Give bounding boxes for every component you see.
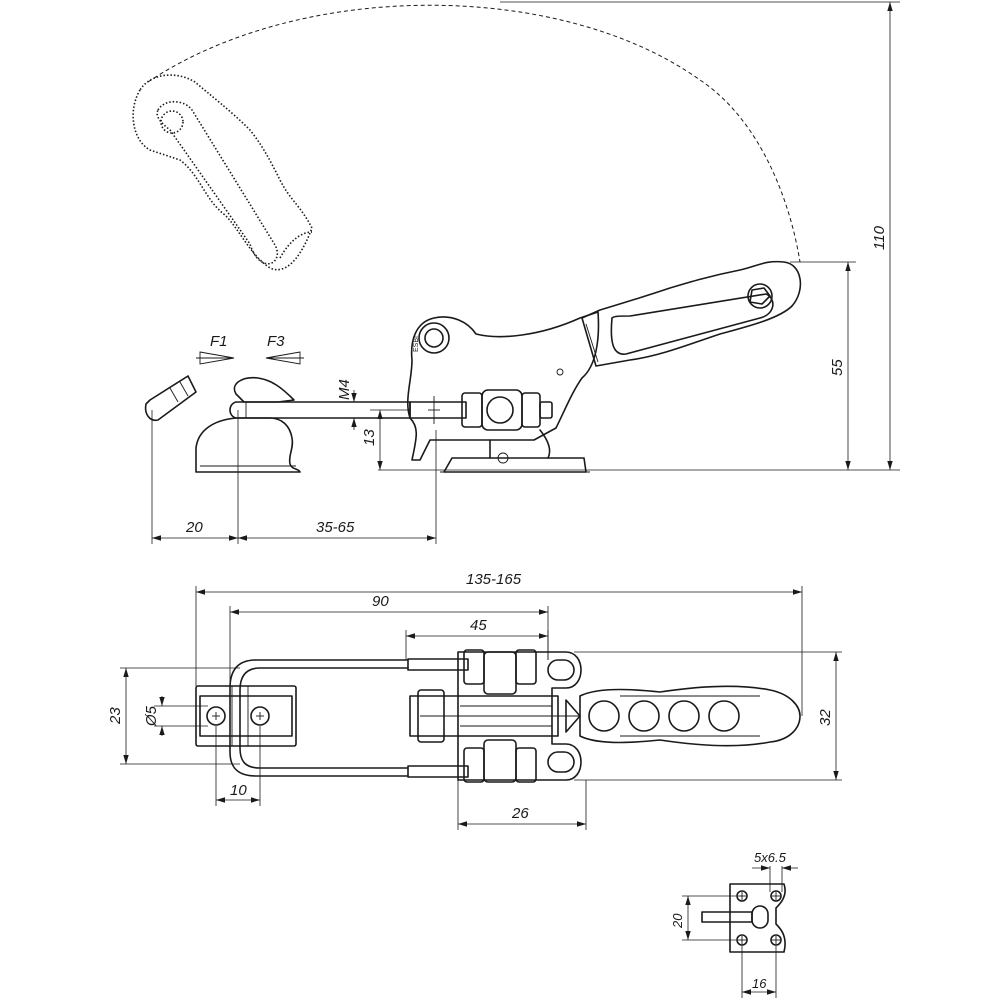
dim-13-label: 13 — [361, 429, 378, 446]
dim-45: 45 — [405, 617, 549, 660]
base-hole-bottom-right — [770, 934, 782, 946]
dim-32: 32 — [574, 651, 842, 781]
dim-dia5-label: Ø5 — [143, 705, 160, 727]
dim-16: 16 — [741, 946, 777, 998]
handle-swing-arc — [147, 4, 801, 263]
handle-top — [565, 685, 801, 747]
dim-110: 110 — [500, 1, 900, 470]
base-plate-detail: 5x6.5 20 16 — [670, 850, 798, 998]
handle-closed — [581, 260, 802, 367]
dim-10-label: 10 — [230, 782, 247, 799]
f1-label: F1 — [210, 333, 228, 350]
top-view: 135-165 90 45 23 Ø5 — [107, 571, 842, 830]
base-hole-bottom-left — [736, 934, 748, 946]
dim-13: 13 — [361, 409, 410, 470]
side-base-plate — [440, 457, 590, 473]
base-hole-top-left — [736, 890, 748, 902]
plunger-tip — [144, 375, 197, 422]
dim-135-165: 135-165 — [195, 571, 803, 716]
dim-20-label: 20 — [185, 519, 203, 536]
body-rivet — [556, 368, 564, 376]
dim-20-base-label: 20 — [670, 913, 685, 929]
dim-23-label: 23 — [107, 707, 124, 725]
dim-m4: M4 — [336, 379, 410, 430]
dim-stroke: 20 35-65 — [151, 410, 437, 544]
dim-90-label: 90 — [372, 593, 389, 610]
adjusting-bolt — [409, 389, 553, 431]
catch-hole-left — [206, 706, 226, 726]
side-view: F1 F3 ESBI — [132, 1, 900, 544]
ghost-handle-open — [132, 74, 313, 271]
latch-catch — [195, 376, 301, 473]
body-plate-top — [409, 649, 582, 783]
dim-90: 90 — [229, 593, 549, 686]
dim-45-label: 45 — [470, 617, 487, 634]
dim-dia5: Ø5 — [143, 696, 208, 736]
pivot-ring — [418, 322, 450, 354]
dim-32-label: 32 — [817, 709, 834, 726]
dim-55-label: 55 — [829, 359, 846, 376]
dim-26-label: 26 — [511, 805, 529, 822]
catch-hole-right — [250, 706, 270, 726]
base-hole-top-right — [770, 890, 782, 902]
clamp-body: ESBI — [406, 311, 600, 464]
dim-135-165-label: 135-165 — [466, 571, 522, 588]
m4-label: M4 — [336, 379, 353, 400]
f3-label: F3 — [267, 333, 285, 350]
dim-16-label: 16 — [752, 976, 767, 991]
dim-5x6-5-label: 5x6.5 — [754, 850, 787, 865]
catch-plate-top — [195, 685, 297, 747]
dim-110-label: 110 — [871, 225, 888, 250]
dim-10: 10 — [215, 726, 261, 806]
dim-20-base: 20 — [670, 895, 736, 941]
body-mark: ESBI — [413, 336, 420, 352]
dim-35-65-label: 35-65 — [316, 519, 355, 536]
dim-23: 23 — [107, 667, 240, 765]
dim-5x6-5: 5x6.5 — [752, 850, 798, 892]
dim-55: 55 — [790, 261, 856, 470]
latch-loop — [229, 658, 469, 778]
force-arrows: F1 F3 — [196, 333, 304, 365]
dim-26: 26 — [457, 780, 587, 830]
